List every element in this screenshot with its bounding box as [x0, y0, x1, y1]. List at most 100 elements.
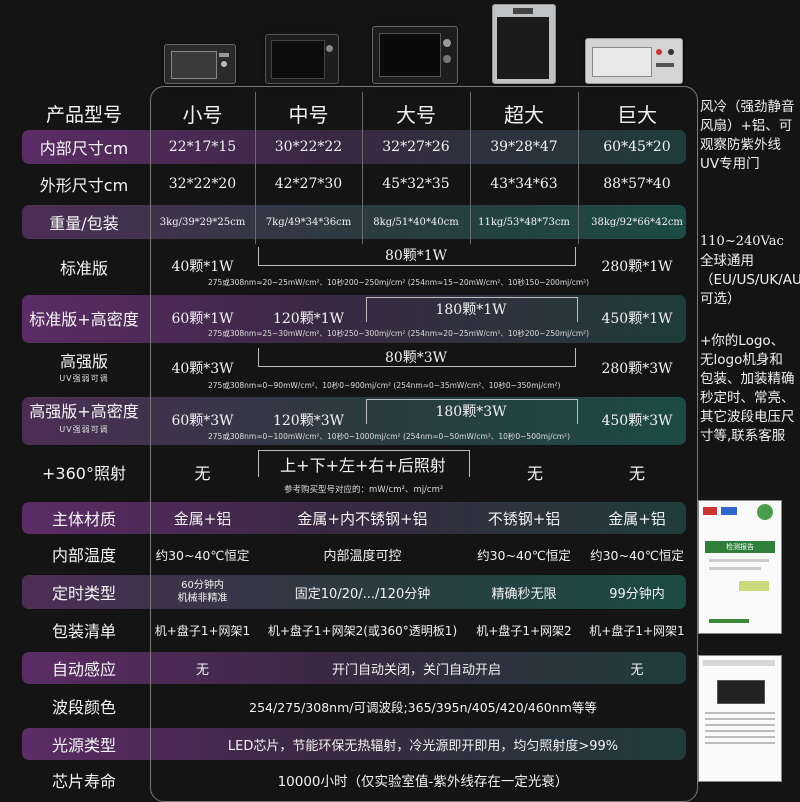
standard-hd-huge: 450颗*1W — [601, 311, 673, 327]
row-label-high-hd-text: 高强版+高密度 — [29, 402, 139, 421]
irradiation-small: 无 — [194, 464, 211, 483]
outer-size-small: 32*22*20 — [168, 176, 237, 192]
band-standard-hd — [22, 295, 686, 343]
irradiation-xl: 无 — [526, 464, 543, 483]
row-label-high-sub: UV强弱可调 — [59, 374, 109, 383]
inner-size-small: 22*17*15 — [168, 139, 237, 155]
timer-xl: 精确秒无限 — [491, 586, 557, 602]
row-label-high: 高强版 UV强弱可调 — [22, 350, 146, 390]
band-light — [22, 728, 686, 760]
standard-hd-medium: 120颗*1W — [272, 311, 345, 327]
sensor-huge: 无 — [630, 662, 644, 678]
oven-huge-icon — [585, 38, 683, 84]
oven-large-icon — [372, 26, 458, 84]
row-label-sensor: 自动感应 — [51, 660, 116, 679]
sensor-mid: 开门自动关闭，关门自动开启 — [331, 662, 501, 678]
row-label-high-hd: 高强版+高密度 UV强弱可调 — [22, 400, 146, 442]
header-huge: 巨大 — [617, 102, 657, 127]
row-label-irradiation: +360°照射 — [42, 464, 126, 483]
seal-icon — [757, 504, 773, 520]
high-huge: 280颗*3W — [601, 361, 673, 377]
light-value: LED芯片，节能环保无热辐射，冷光源即开即用，均匀照射度>99% — [227, 738, 619, 754]
outer-size-huge: 88*57*40 — [603, 176, 671, 192]
side-block-voltage-2: 全球通用（EU/US/UK/AU可选） — [700, 253, 800, 307]
header-xl: 超大 — [504, 102, 544, 127]
row-label-packing: 包装清单 — [51, 622, 116, 641]
oven-medium-icon — [265, 34, 339, 84]
header-small: 小号 — [182, 102, 223, 127]
temperature-huge: 约30~40℃恒定 — [590, 547, 684, 563]
outer-size-xl: 43*34*63 — [490, 176, 558, 192]
timer-small: 60分钟内 机械非精准 — [150, 575, 255, 609]
temperature-xl: 约30~40℃恒定 — [477, 547, 571, 563]
column-divider — [578, 92, 579, 244]
weight-small: 3kg/39*29*25cm — [159, 216, 246, 228]
timer-mid: 固定10/20/.../120分钟 — [294, 586, 431, 602]
row-label-light: 光源类型 — [51, 736, 116, 755]
band-sensor — [22, 652, 686, 684]
standard-hd-note: 275或308nm≈25~30mW/cm²、10秒250~300mj/cm² (… — [208, 329, 590, 338]
life-value: 10000小时（仅实验室值-紫外线存在一定光衰） — [277, 774, 569, 790]
outer-size-medium: 42*27*30 — [274, 176, 343, 192]
weight-large: 8kg/51*40*40cm — [373, 216, 459, 228]
row-label-inner-size: 内部尺寸cm — [39, 139, 129, 158]
inner-size-xl: 39*28*47 — [490, 139, 558, 155]
band-weight — [22, 205, 686, 239]
timer-huge: 99分钟内 — [609, 586, 665, 602]
band-high-hd — [22, 397, 686, 445]
bracket-high-hd — [366, 399, 578, 424]
sensor-small: 无 — [195, 662, 209, 678]
row-label-wavelength: 波段颜色 — [51, 698, 116, 717]
spec-table: 产品型号 小号 中号 大号 超大 巨大 内部尺寸cm 22*17*15 30*2… — [22, 86, 698, 802]
report-title: 检测报告 — [705, 541, 775, 553]
row-label-outer-size: 外形尺寸cm — [39, 176, 129, 195]
row-label-material: 主体材质 — [51, 510, 116, 529]
row-label-weight: 重量/包装 — [49, 214, 119, 233]
bracket-high — [258, 348, 576, 367]
product-image-medium — [262, 6, 342, 84]
high-hd-mid: 180颗*3W — [435, 404, 507, 420]
band-material — [22, 502, 686, 534]
standard-hd-small: 60颗*1W — [171, 311, 234, 327]
header-medium: 中号 — [288, 102, 329, 127]
band-timer — [22, 575, 686, 609]
material-small: 金属+铝 — [173, 509, 232, 528]
header-large: 大号 — [396, 102, 436, 127]
cabinet-xl-icon — [492, 4, 556, 84]
outer-size-large: 45*32*35 — [382, 176, 450, 192]
row-label-temperature: 内部温度 — [51, 546, 116, 565]
material-huge: 金属+铝 — [608, 509, 666, 528]
timer-small-line1: 60分钟内 — [181, 580, 224, 591]
packing-xl: 机+盘子1+网架2 — [476, 623, 572, 638]
product-image-large — [370, 6, 460, 84]
high-small: 40颗*3W — [171, 361, 234, 377]
standard-mid: 80颗*1W — [384, 248, 448, 264]
timer-small-line2: 机械非精准 — [177, 593, 228, 604]
row-label-life: 芯片寿命 — [51, 772, 116, 791]
row-label-standard: 标准版 — [59, 259, 108, 278]
bracket-irradiation — [258, 450, 470, 477]
column-divider — [362, 92, 363, 244]
weight-huge: 38kg/92*66*42cm — [591, 216, 683, 228]
packing-medium: 机+盘子1+网架2(或360°透明板1) — [267, 623, 458, 638]
cert-logo-icon — [703, 507, 717, 515]
temperature-mid: 内部温度可控 — [323, 548, 402, 564]
product-image-small — [160, 6, 240, 84]
high-hd-small: 60颗*3W — [171, 413, 234, 429]
standard-note: 275或308nm≈20~25mW/cm²、10秒200~250mj/cm² (… — [208, 278, 590, 287]
test-report-image: 检测报告 — [698, 500, 782, 634]
standard-hd-mid: 180颗*1W — [435, 302, 507, 318]
side-block-custom: +你的Logo、无logo机身和包装、加装精确秒定时、常亮、其它波段电压尺寸等,… — [700, 333, 795, 444]
cert-logo-icon — [721, 507, 737, 515]
bracket-standard — [258, 247, 576, 266]
row-label-high-text: 高强版 — [59, 352, 108, 371]
irradiation-huge: 无 — [628, 464, 645, 483]
row-label-standard-hd: 标准版+高密度 — [29, 310, 139, 329]
high-hd-huge: 450颗*3W — [601, 413, 673, 429]
packing-huge: 机+盘子1+网架1 — [589, 623, 685, 638]
device-photo-icon — [717, 680, 765, 704]
bracket-standard-hd — [366, 297, 578, 322]
high-hd-medium: 120颗*3W — [272, 413, 345, 429]
header-label: 产品型号 — [45, 103, 122, 126]
row-label-high-hd-sub: UV强弱可调 — [59, 425, 109, 434]
